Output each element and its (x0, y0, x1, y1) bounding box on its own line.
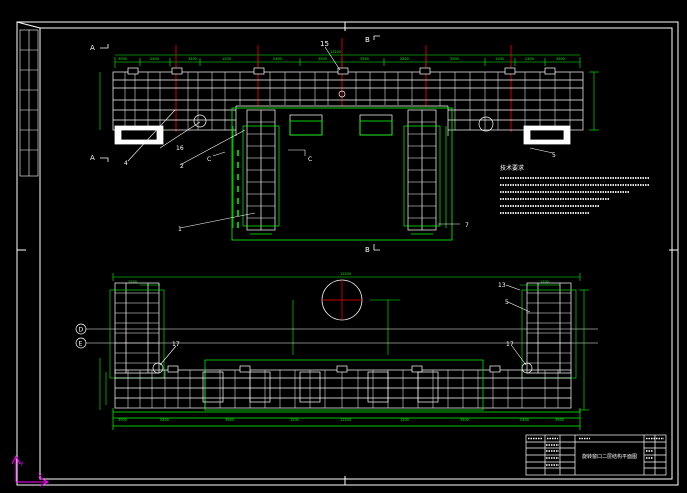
callout-17-left: 17 (172, 341, 180, 348)
center-marks (17, 22, 678, 485)
right-tower (526, 282, 572, 374)
svg-text:2400: 2400 (273, 57, 282, 61)
svg-text:3500: 3500 (360, 57, 369, 61)
section-marks-top (100, 35, 380, 251)
section-mark-a-bottom: A (90, 154, 95, 162)
top-plates (127, 67, 556, 75)
svg-text:3500: 3500 (460, 418, 469, 422)
svg-text:3500: 3500 (555, 418, 564, 422)
section-mark-c-right: C (308, 156, 312, 163)
svg-text:2400: 2400 (160, 418, 169, 422)
svg-text:2400: 2400 (520, 418, 529, 422)
section-mark-b-bottom: B (365, 246, 370, 254)
axis-d: D (79, 327, 84, 334)
callout-7: 7 (465, 222, 469, 229)
ucs-y-label: Y (19, 461, 24, 468)
bolt-circles (193, 90, 494, 132)
svg-text:2400: 2400 (525, 57, 534, 61)
notes-title: 技术要求 (500, 164, 524, 172)
svg-text:3500: 3500 (118, 418, 127, 422)
svg-text:1200: 1200 (495, 57, 504, 61)
callout-2: 2 (180, 163, 184, 170)
section-mark-b-top: B (365, 36, 370, 44)
svg-text:3500: 3500 (318, 57, 327, 61)
ucs-icon (11, 454, 50, 487)
callout-leaders-top (127, 46, 554, 229)
svg-text:12100: 12100 (340, 418, 351, 422)
left-tower (114, 282, 160, 374)
svg-text:2400: 2400 (150, 57, 159, 61)
notes-lines (500, 177, 650, 214)
svg-text:1200: 1200 (540, 280, 549, 284)
callout-5-bottom: 5 (505, 299, 509, 306)
top-plan: 3500 2400 3500 1200 2400 3500 3500 2400 3500 1… (90, 35, 650, 254)
top-beam-ribs (124, 72, 571, 130)
callout-16: 16 (176, 145, 184, 152)
title-block (525, 434, 667, 476)
callout-17-right: 17 (506, 341, 514, 348)
axis-e: E (79, 341, 83, 348)
callout-15: 15 (320, 40, 329, 48)
svg-text:1200: 1200 (128, 280, 137, 284)
callout-1: 1 (178, 226, 182, 233)
callout-5: 5 (552, 152, 556, 159)
svg-text:3500: 3500 (556, 57, 565, 61)
svg-text:2400: 2400 (400, 57, 409, 61)
svg-text:1200: 1200 (290, 418, 299, 422)
svg-text:3500: 3500 (188, 57, 197, 61)
sheet-info-strip (19, 29, 39, 177)
support-pads (114, 125, 571, 145)
callout-4: 4 (124, 160, 128, 167)
section-mark-a-top: A (90, 44, 95, 52)
svg-text:12100: 12100 (340, 272, 351, 276)
svg-text:3500: 3500 (450, 57, 459, 61)
drawing-title: 旋转窗口二层结构平面图 (582, 453, 637, 460)
svg-text:1200: 1200 (222, 57, 231, 61)
section-mark-c-left: C (207, 156, 211, 163)
ucs-x-label: X (38, 473, 42, 480)
svg-text:3500: 3500 (225, 418, 234, 422)
axis-bubbles (75, 323, 87, 349)
svg-text:3500: 3500 (118, 57, 127, 61)
svg-text:12100: 12100 (330, 50, 341, 54)
callout-13: 13 (498, 282, 506, 289)
bottom-plan: 12100 1200 1200 D E (75, 272, 598, 430)
svg-text:1200: 1200 (400, 418, 409, 422)
drawing-frame (16, 21, 679, 486)
